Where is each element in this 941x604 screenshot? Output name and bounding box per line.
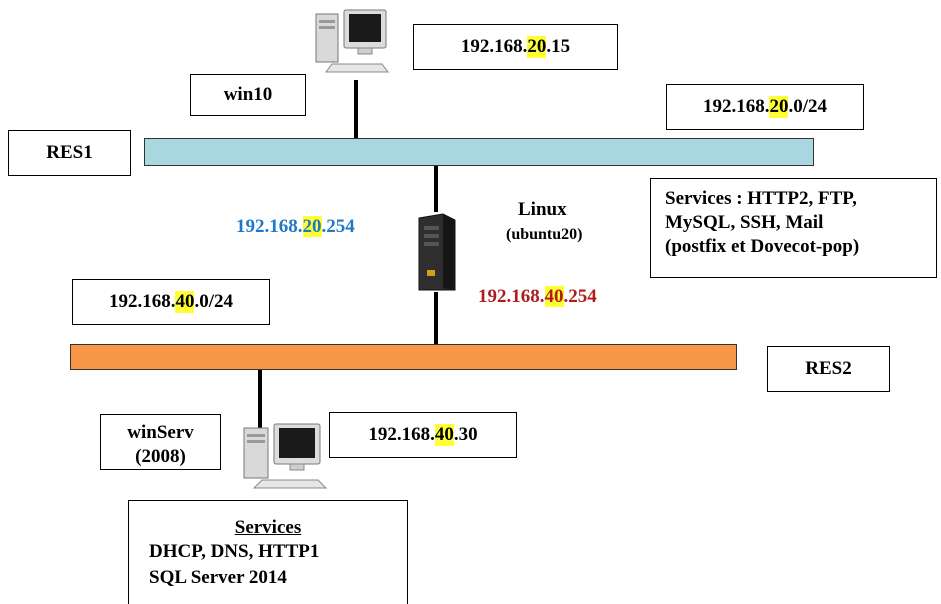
winserv-ip-box: 192.168.40.30	[329, 412, 517, 458]
linux-name: Linux	[518, 199, 567, 220]
linux-res1-link	[434, 166, 438, 212]
winserv-name-box: winServ (2008)	[100, 414, 221, 470]
res1-label-box: RES1	[8, 130, 131, 176]
win10-link	[354, 80, 358, 138]
linux-res1-ip-subnet: 20	[302, 216, 322, 237]
winserv-ip-prefix: 192.168.	[368, 424, 435, 445]
linux-services-line2: MySQL, SSH, Mail	[665, 212, 824, 233]
res2-label-box: RES2	[767, 346, 890, 392]
linux-res2-ip-subnet: 40	[544, 286, 564, 307]
win10-ip-subnet: 20	[527, 36, 547, 58]
winserv-services-line1: DHCP, DNS, HTTP1	[149, 541, 320, 562]
linux-res1-ip-prefix: 192.168.	[236, 216, 303, 237]
server-workstation-icon	[243, 423, 328, 489]
res2-network-address-box: 192.168.40.0/24	[72, 279, 270, 325]
res1-network-bar	[144, 138, 814, 166]
res2-net-suffix: .0/24	[194, 291, 234, 312]
linux-services-line3: (postfix et Dovecot-pop)	[665, 236, 860, 257]
win10-ip-prefix: 192.168.	[460, 36, 528, 57]
res1-net-prefix: 192.168.	[702, 96, 770, 117]
winserv-services-line2: SQL Server 2014	[149, 567, 287, 588]
res1-label: RES1	[46, 142, 93, 163]
linux-res2-ip-suffix: .254	[563, 286, 597, 307]
winserv-services-title: Services	[234, 517, 302, 538]
winserv-ip-suffix: .30	[453, 424, 478, 445]
win10-ip-box: 192.168.20.15	[413, 24, 618, 70]
linux-res2-ip: 192.168.40.254	[478, 286, 597, 308]
win10-name: win10	[223, 84, 273, 105]
linux-services-line1: Services : HTTP2, FTP,	[665, 188, 857, 209]
res2-network-bar	[70, 344, 737, 370]
linux-res1-ip-suffix: .254	[321, 216, 355, 237]
linux-res2-link	[434, 292, 438, 344]
res2-net-subnet: 40	[175, 291, 195, 313]
winserv-version: (2008)	[135, 446, 186, 467]
res2-net-prefix: 192.168.	[108, 291, 176, 312]
linux-res2-ip-prefix: 192.168.	[478, 286, 545, 307]
res1-net-suffix: .0/24	[788, 96, 828, 117]
desktop-computer-icon	[315, 9, 389, 73]
linux-res1-ip: 192.168.20.254	[236, 216, 355, 238]
winserv-services-box: Services DHCP, DNS, HTTP1 SQL Server 201…	[128, 500, 408, 604]
res2-label: RES2	[805, 358, 852, 379]
winserv-link	[258, 370, 262, 432]
linux-os: (ubuntu20)	[506, 226, 583, 243]
winserv-name: winServ	[127, 422, 194, 443]
winserv-ip-subnet: 40	[434, 424, 454, 446]
linux-server-tower-icon	[418, 213, 456, 291]
win10-name-box: win10	[190, 74, 306, 116]
res1-network-address-box: 192.168.20.0/24	[666, 84, 864, 130]
linux-services-box: Services : HTTP2, FTP, MySQL, SSH, Mail …	[650, 178, 937, 278]
res1-net-subnet: 20	[769, 96, 789, 118]
win10-ip-suffix: .15	[546, 36, 571, 57]
